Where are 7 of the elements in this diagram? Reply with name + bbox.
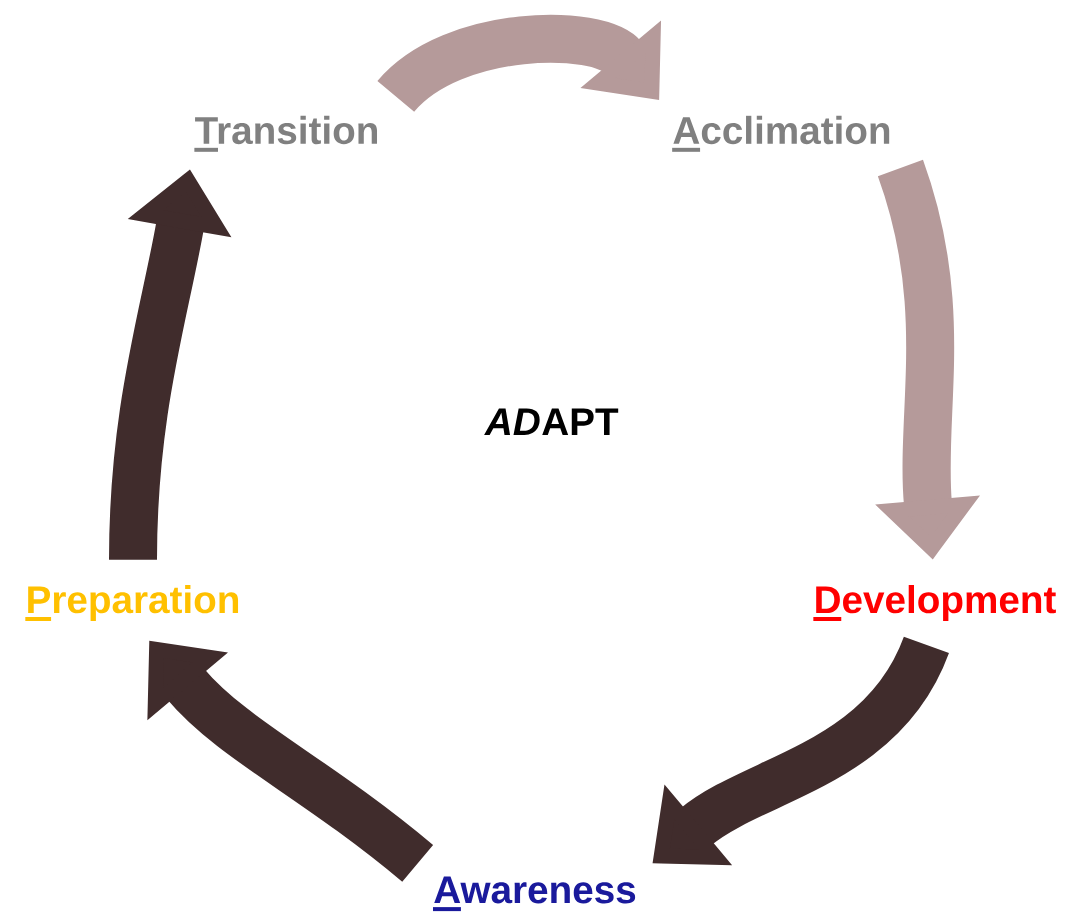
step-label: Development xyxy=(816,584,1056,622)
center-title: APT xyxy=(542,408,619,435)
step-label: Preparation xyxy=(28,584,239,622)
step-label: Awareness xyxy=(434,876,636,904)
center-title: AD xyxy=(484,408,540,435)
step-label: Transition xyxy=(195,115,377,145)
step-label: Acclimation xyxy=(673,115,890,145)
